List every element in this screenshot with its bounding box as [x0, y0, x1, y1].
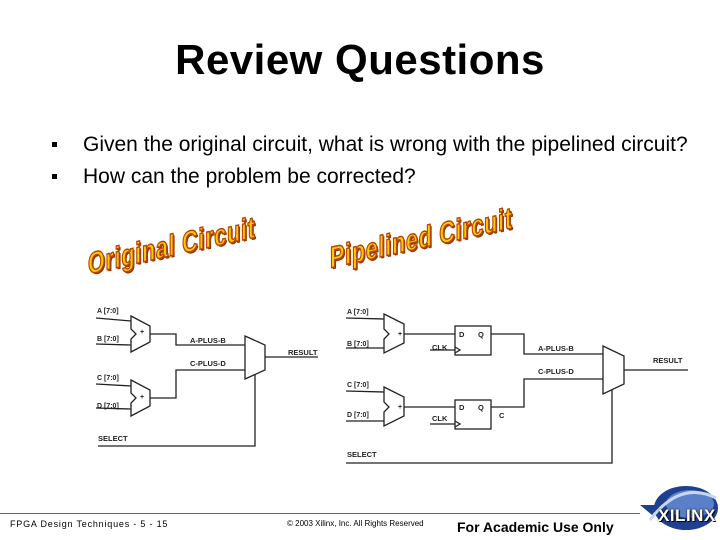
input-d-label: D [7:0]	[97, 403, 119, 410]
c-output-label: C	[499, 411, 505, 420]
sum-cd-label: C-PLUS-D	[538, 367, 574, 376]
ff-d-label: D	[459, 403, 465, 412]
bullet-dot-icon	[52, 142, 57, 147]
pipelined-circuit-labels: A [7:0] B [7:0] C [7:0] D [7:0] + + D Q …	[347, 309, 683, 459]
adder-cd-icon	[383, 385, 405, 428]
sum-cd-label: C-PLUS-D	[190, 359, 226, 368]
bullet-text: How can the problem be corrected?	[83, 165, 416, 188]
footer-course-label: FPGA Design Techniques - 5 - 15	[10, 519, 169, 529]
plus-symbol: +	[398, 331, 402, 338]
adder-ab-icon	[383, 312, 405, 355]
mux-pipelined-icon	[602, 344, 625, 396]
flip-flop-bottom-icon	[454, 399, 492, 430]
input-c-label: C [7:0]	[347, 382, 369, 389]
bullet-text: Given the original circuit, what is wron…	[83, 133, 688, 156]
select-label: SELECT	[98, 434, 128, 443]
plus-symbol: +	[398, 404, 402, 411]
select-label: SELECT	[347, 450, 377, 459]
clk-label: CLK	[432, 343, 448, 352]
input-b-label: B [7:0]	[347, 341, 369, 348]
input-b-label: B [7:0]	[97, 336, 119, 343]
adder-ab-icon	[130, 314, 151, 354]
slide-title: Review Questions	[175, 36, 545, 83]
bullet-dot-icon	[52, 174, 57, 179]
footer-academic-use: For Academic Use Only	[457, 519, 614, 535]
mux-original-icon	[244, 334, 266, 381]
ff-d-label: D	[459, 330, 465, 339]
ff-q-label: Q	[478, 330, 484, 339]
adder-cd-icon	[130, 378, 151, 418]
footer-divider	[0, 513, 640, 514]
pipelined-circuit	[345, 312, 688, 464]
xilinx-logo-icon	[640, 486, 718, 530]
ff-q-label: Q	[478, 403, 484, 412]
input-d-label: D [7:0]	[347, 412, 369, 419]
original-circuit	[95, 314, 318, 447]
result-label: RESULT	[653, 356, 683, 365]
plus-symbol: +	[140, 329, 144, 336]
sum-ab-label: A-PLUS-B	[538, 344, 574, 353]
sum-ab-label: A-PLUS-B	[190, 336, 226, 345]
clk-label: CLK	[432, 414, 448, 423]
bullet-list: Given the original circuit, what is wron…	[52, 132, 692, 196]
footer-copyright: © 2003 Xilinx, Inc. All Rights Reserved	[287, 519, 424, 528]
bullet-item: How can the problem be corrected?	[52, 164, 692, 189]
result-label: RESULT	[288, 348, 318, 357]
xilinx-logo-text: XILINX	[658, 506, 716, 525]
bullet-item: Given the original circuit, what is wron…	[52, 132, 692, 157]
input-c-label: C [7:0]	[97, 375, 119, 382]
original-circuit-labels: A [7:0] B [7:0] C [7:0] D [7:0] + + A-PL…	[97, 308, 318, 443]
input-a-label: A [7:0]	[97, 308, 119, 315]
input-a-label: A [7:0]	[347, 309, 369, 316]
plus-symbol: +	[140, 394, 144, 401]
flip-flop-top-icon	[454, 325, 492, 356]
